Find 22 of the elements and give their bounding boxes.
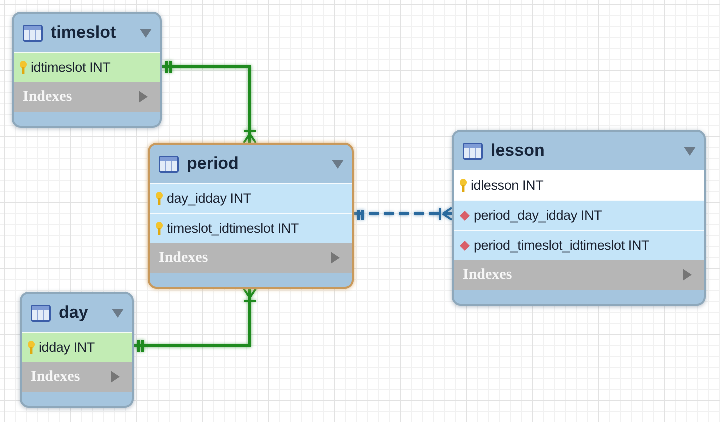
table-name: timeslot: [51, 23, 116, 43]
column-name: idtimeslot INT: [31, 60, 111, 75]
table-card: [148, 143, 354, 289]
table-card: [20, 292, 134, 408]
column-name: day_idday INT: [167, 191, 252, 206]
relationship-line: [132, 288, 257, 354]
column-name: idlesson INT: [471, 178, 544, 193]
column-name: timeslot_idtimeslot INT: [167, 221, 299, 236]
relationship-line: [160, 60, 257, 144]
table-name: day: [59, 303, 88, 323]
table-card: [12, 12, 162, 128]
relationship-line: [352, 206, 454, 222]
indexes-label: Indexes: [23, 88, 72, 106]
column-name: period_timeslot_idtimeslot INT: [474, 238, 650, 253]
table-name: period: [187, 154, 239, 174]
table-name: lesson: [491, 141, 545, 161]
table-card: [452, 130, 706, 306]
indexes-label: Indexes: [159, 250, 208, 266]
indexes-label: Indexes: [31, 368, 80, 386]
column-name: period_day_idday INT: [474, 208, 602, 223]
indexes-label: Indexes: [463, 266, 512, 284]
column-name: idday INT: [39, 340, 95, 355]
